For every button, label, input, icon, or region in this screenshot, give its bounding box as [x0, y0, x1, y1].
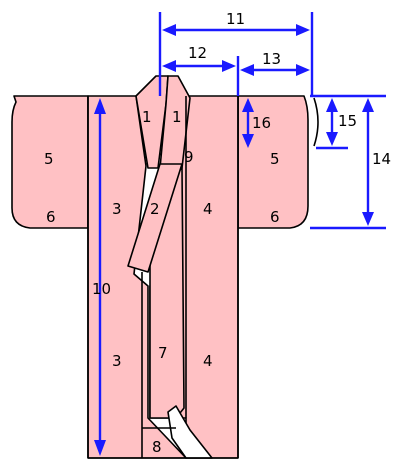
- label-3-top: 3: [112, 200, 122, 218]
- dim-15-arrow-bottom: [326, 132, 338, 146]
- left-sleeve: [11, 95, 89, 229]
- dim-12-arrow-left: [162, 60, 176, 72]
- label-4-top: 4: [203, 200, 213, 218]
- dim-13-arrow-left: [240, 64, 254, 76]
- dim-10-arrow-bottom: [94, 440, 106, 456]
- label-16: 16: [252, 114, 271, 132]
- label-1-right: 1: [172, 108, 182, 126]
- right-sleeve: [237, 95, 309, 229]
- label-8: 8: [152, 438, 162, 456]
- dim-11-arrow-right: [296, 24, 310, 36]
- label-13: 13: [262, 50, 281, 68]
- label-14: 14: [372, 150, 391, 168]
- dim-15-arrow-top: [326, 98, 338, 112]
- label-5-right: 5: [270, 150, 280, 168]
- dim-13-arrow-right: [296, 64, 310, 76]
- label-9: 9: [184, 148, 194, 166]
- dim-11-arrow-left: [162, 24, 176, 36]
- label-3-bottom: 3: [112, 352, 122, 370]
- label-2: 2: [150, 200, 160, 218]
- label-15: 15: [338, 112, 357, 130]
- label-5-left: 5: [44, 150, 54, 168]
- dim-16-arrow-top: [242, 98, 254, 112]
- label-11: 11: [226, 10, 245, 28]
- dim-14-arrow-top: [362, 98, 374, 112]
- label-10: 10: [92, 280, 111, 298]
- label-7: 7: [158, 344, 168, 362]
- dim-12-arrow-right: [222, 60, 236, 72]
- label-12: 12: [188, 44, 207, 62]
- sleeve-opening-curve: [313, 97, 319, 147]
- collar-band: [127, 163, 183, 273]
- collar-right: [159, 75, 191, 169]
- label-6-left: 6: [46, 208, 56, 226]
- label-4-bottom: 4: [203, 352, 213, 370]
- label-1-left: 1: [142, 108, 152, 126]
- label-6-right: 6: [270, 208, 280, 226]
- dim-14-arrow-bottom: [362, 212, 374, 226]
- dim-16-arrow-bottom: [242, 134, 254, 148]
- dim-10-arrow-top: [94, 98, 106, 114]
